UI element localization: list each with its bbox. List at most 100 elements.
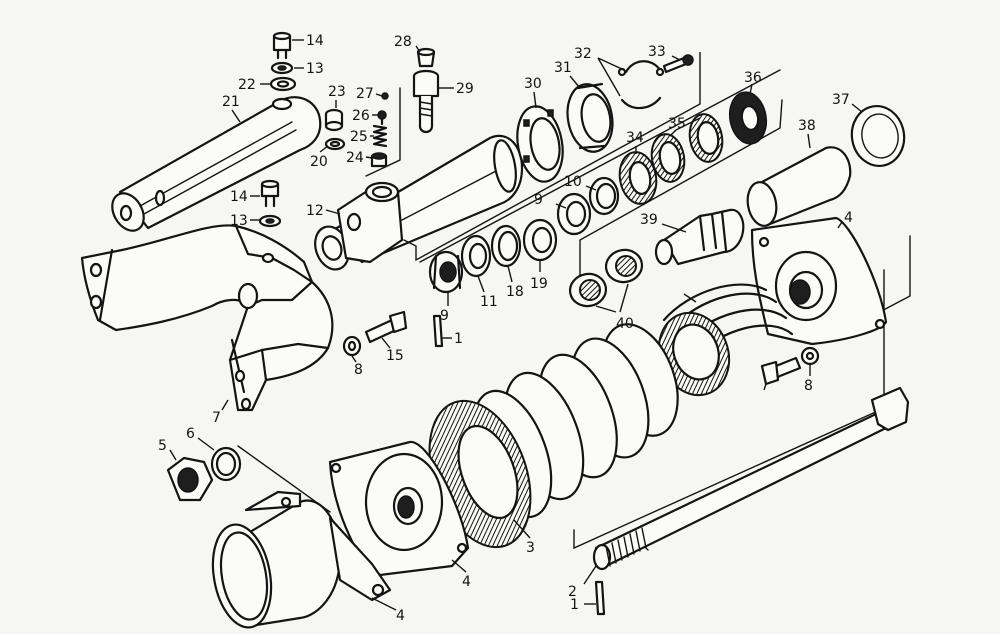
callout-7: 6 bbox=[186, 426, 215, 451]
washer-9-left bbox=[342, 335, 362, 357]
callout-10: 15 bbox=[381, 337, 404, 364]
clamp-30 bbox=[617, 60, 665, 110]
assembly-guide-lines bbox=[237, 52, 911, 551]
valve-26-27 bbox=[412, 47, 440, 134]
callout-label: 35 bbox=[668, 116, 686, 132]
callout-label: 3 bbox=[526, 540, 535, 556]
bracket-part bbox=[80, 224, 334, 412]
screw-24 bbox=[377, 110, 387, 126]
bolt-40 bbox=[760, 356, 802, 386]
screw-31 bbox=[662, 54, 694, 74]
callout-18: 20 bbox=[310, 145, 329, 170]
callout-label: 24 bbox=[346, 150, 364, 166]
callout-label: 21 bbox=[222, 94, 240, 110]
seal-34 bbox=[728, 91, 768, 145]
callout-14a: 9 bbox=[534, 192, 567, 209]
lock-washer-14-a bbox=[522, 218, 558, 262]
callout-label: 8 bbox=[354, 362, 363, 378]
callout-15: 12 bbox=[306, 203, 341, 219]
callout-17b: 14 bbox=[230, 189, 260, 205]
bushing-38-b bbox=[604, 248, 644, 284]
callout-13b: 18 bbox=[506, 265, 524, 300]
callout-label: 18 bbox=[506, 284, 524, 300]
callout-label: 6 bbox=[186, 426, 195, 442]
callout-label: 5 bbox=[158, 438, 167, 454]
callout-25: 27 bbox=[356, 86, 383, 102]
callout-17a: 14 bbox=[292, 33, 324, 49]
castle-nut-11 bbox=[428, 250, 464, 294]
callout-1a: 1 bbox=[442, 331, 463, 347]
ring-28 bbox=[516, 105, 564, 183]
callout-label: 34 bbox=[626, 130, 644, 146]
callout-33: 35 bbox=[668, 116, 701, 137]
callout-13a: 10 bbox=[564, 174, 597, 191]
callout-label: 33 bbox=[648, 44, 666, 60]
plug-21 bbox=[324, 108, 346, 151]
callout-28: 30 bbox=[524, 76, 542, 109]
callout-30: 32 bbox=[574, 46, 625, 97]
housing-5 bbox=[211, 490, 392, 629]
spring-23 bbox=[372, 124, 388, 148]
callout-29: 31 bbox=[554, 60, 581, 89]
callout-16b: 13 bbox=[230, 213, 260, 229]
callout-32: 34 bbox=[626, 130, 644, 154]
callout-label: 26 bbox=[352, 108, 370, 124]
callout-label: 19 bbox=[530, 276, 548, 292]
callout-label: 4 bbox=[462, 574, 471, 590]
callout-36: 38 bbox=[798, 118, 816, 149]
callout-label: 39 bbox=[640, 212, 658, 228]
pin-1-upper bbox=[432, 314, 444, 348]
callout-label: 31 bbox=[554, 60, 572, 76]
cylinder-part bbox=[314, 134, 524, 271]
callout-16a: 13 bbox=[294, 61, 324, 77]
spring-seat-front bbox=[328, 440, 470, 578]
callout-26: 28 bbox=[394, 34, 421, 53]
callout-label: 4 bbox=[844, 210, 853, 226]
callout-label: 28 bbox=[394, 34, 412, 50]
callout-14b: 19 bbox=[530, 260, 548, 292]
callout-label: 29 bbox=[456, 81, 474, 97]
ring-12 bbox=[460, 234, 492, 278]
callout-label: 9 bbox=[534, 192, 543, 208]
callout-35: 37 bbox=[832, 92, 863, 113]
callout-label: 32 bbox=[574, 46, 592, 62]
callout-8: 7 bbox=[212, 399, 229, 426]
callout-1b: 1 bbox=[570, 597, 596, 613]
callout-9b: 8 bbox=[804, 364, 813, 394]
callout-40 bbox=[763, 383, 767, 391]
callout-11: 9 bbox=[440, 292, 449, 324]
ring-13-a bbox=[490, 224, 522, 268]
callout-label: 40 bbox=[616, 316, 634, 332]
callout-31: 33 bbox=[648, 44, 681, 61]
callout-label: 1 bbox=[570, 597, 579, 613]
callout-label: 22 bbox=[238, 77, 256, 93]
screw-22 bbox=[370, 152, 388, 168]
callout-label: 14 bbox=[306, 33, 324, 49]
callout-4b: 4 bbox=[837, 210, 853, 229]
spring-seat-rear bbox=[750, 216, 888, 346]
seal-33-a bbox=[650, 133, 686, 183]
callout-6: 5 bbox=[158, 438, 177, 461]
callout-label: 4 bbox=[396, 608, 405, 624]
callout-9a: 8 bbox=[351, 355, 363, 378]
callout-22: 24 bbox=[346, 150, 373, 166]
bolt-17-top bbox=[269, 31, 297, 92]
callout-label: 13 bbox=[230, 213, 248, 229]
callout-34: 36 bbox=[744, 70, 762, 95]
callout-label: 11 bbox=[480, 294, 498, 310]
callout-label: 14 bbox=[230, 189, 248, 205]
pin-1-lower bbox=[594, 580, 606, 616]
callout-label: 9 bbox=[440, 308, 449, 324]
callout-label: 13 bbox=[306, 61, 324, 77]
callout-label: 8 bbox=[804, 378, 813, 394]
callout-19: 21 bbox=[222, 94, 241, 123]
callout-label: 23 bbox=[328, 84, 346, 100]
callout-label: 2 bbox=[568, 584, 577, 600]
callout-label: 7 bbox=[212, 410, 221, 426]
callout-label: 20 bbox=[310, 154, 328, 170]
callout-37: 39 bbox=[640, 212, 687, 233]
callout-4a: 4 bbox=[451, 559, 471, 590]
callout-label: 10 bbox=[564, 174, 582, 190]
